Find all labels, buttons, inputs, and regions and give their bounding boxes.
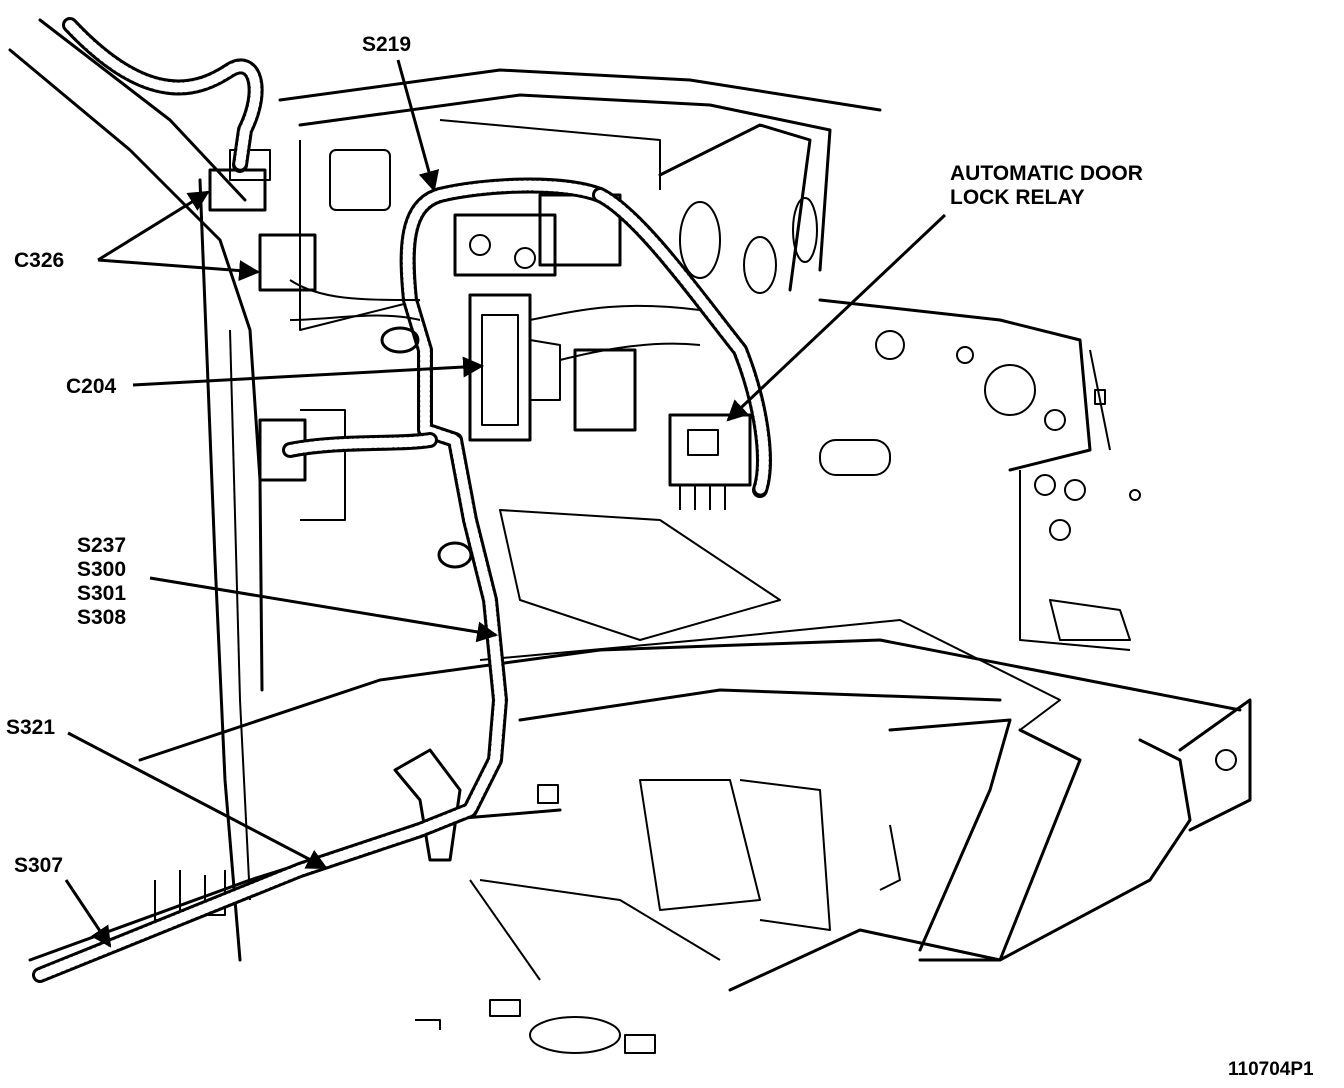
leader-s321 [67,731,328,870]
automatic-door-lock-relay [668,413,752,510]
module-center-lower [573,348,637,432]
label-splice-group: S237 S300 S301 S308 [77,534,126,630]
leader-c326-upper [97,190,210,262]
leader-c326-lower [97,258,261,282]
floor-pan [28,509,1252,1054]
cowl-panel [818,298,1141,651]
label-s300: S300 [77,558,127,581]
leader-automatic-door-lock-relay [726,213,947,422]
figure-id: 110704P1 [1228,1059,1314,1080]
label-s307: S307 [14,854,64,877]
label-s308: S308 [77,606,127,629]
leader-s237-group [149,576,499,643]
leader-c204 [132,356,485,387]
leader-lines [64,59,947,948]
label-automatic-door-lock-relay: AUTOMATIC DOOR LOCK RELAY [950,162,1143,210]
a-pillar [8,18,264,962]
bracket-center [453,193,622,277]
leader-s219 [396,59,440,193]
label-s219: S219 [362,33,412,56]
label-s321: S321 [6,716,56,739]
connector-c326-lower [258,233,317,292]
connector-mid-left [258,409,346,521]
dash-panel [278,68,882,331]
label-relay-line2: LOCK RELAY [950,186,1085,209]
label-relay-line1: AUTOMATIC DOOR [950,162,1143,185]
label-s237: S237 [77,534,127,557]
wiring-harness [32,17,772,983]
label-s301: S301 [77,582,127,605]
label-c204: C204 [66,375,117,398]
leader-s307 [64,879,112,948]
label-c326: C326 [14,249,65,272]
